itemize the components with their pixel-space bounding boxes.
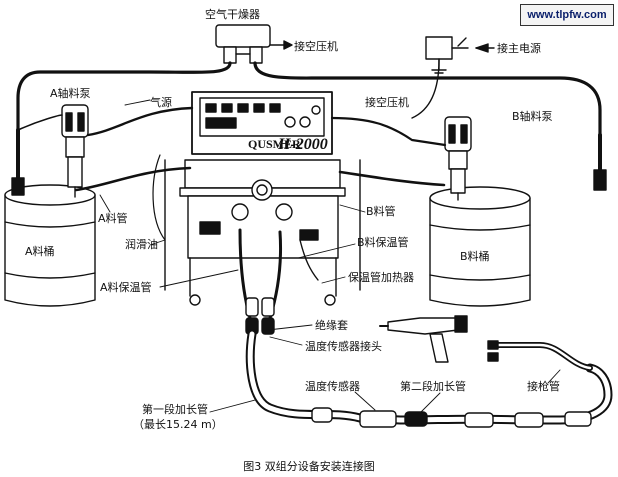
label-hose-heater: 保温管加热器	[348, 271, 414, 284]
label-b-pump: B轴料泵	[512, 110, 553, 123]
spray-gun-icon	[379, 315, 468, 363]
label-insulation-sleeve: 绝缘套	[315, 319, 348, 332]
insulation-sleeve-icon	[245, 297, 275, 335]
b-pump-icon	[444, 116, 607, 201]
label-first-extension-note: （最长15.24 m）	[133, 418, 223, 431]
a-drum-icon	[4, 184, 96, 307]
temp-sensor-icon	[359, 410, 397, 428]
label-a-hose: A料管	[98, 212, 128, 225]
label-a-heated-hose: A料保温管	[100, 281, 152, 294]
label-second-extension: 第二段加长管	[400, 380, 466, 393]
b-drum-icon	[429, 186, 531, 307]
gun-hose	[489, 342, 593, 371]
hose-heater-lead	[299, 239, 319, 281]
label-gun-hose: 接枪管	[527, 380, 560, 393]
label-to-air-compressor-top: 接空压机	[294, 40, 338, 53]
label-first-extension: 第一段加长管	[142, 403, 208, 416]
power-cable	[411, 59, 440, 119]
air-line-a-side	[16, 61, 232, 132]
a-material-hose	[74, 166, 192, 192]
air-line-b-side	[253, 61, 602, 137]
b-material-hose	[338, 170, 446, 187]
label-a-drum: A料桶	[25, 245, 55, 258]
label-temp-sensor-connector: 温度传感器接头	[305, 340, 382, 353]
proportioner-machine	[164, 91, 361, 306]
main-power-icon	[425, 36, 495, 74]
a-pump-icon	[11, 104, 89, 198]
watermark: www.tlpfw.com	[520, 4, 614, 26]
air-line-b-pump	[330, 116, 447, 147]
machine-model: H-2000	[278, 136, 328, 153]
label-air-source: 气源	[150, 96, 172, 109]
label-b-hose: B料管	[366, 205, 396, 218]
label-b-heated-hose: B料保温管	[357, 236, 409, 249]
lubricant-line	[152, 154, 166, 241]
machine-brand: QUSMER	[248, 137, 301, 151]
label-to-main-power: 接主电源	[497, 42, 541, 55]
label-temp-sensor: 温度传感器	[305, 380, 360, 393]
label-air-dryer: 空气干燥器	[205, 8, 260, 21]
label-to-air-compressor-mid: 接空压机	[365, 96, 409, 109]
figure-caption: 图3 双组分设备安装连接图	[243, 460, 375, 473]
air-source-line	[86, 106, 194, 137]
label-lubricant: 润滑油	[125, 238, 158, 251]
label-a-pump: A轴料泵	[50, 87, 91, 100]
label-b-drum: B料桶	[460, 250, 490, 263]
extension-hose-inner	[247, 331, 611, 423]
air-dryer-icon	[215, 24, 293, 64]
